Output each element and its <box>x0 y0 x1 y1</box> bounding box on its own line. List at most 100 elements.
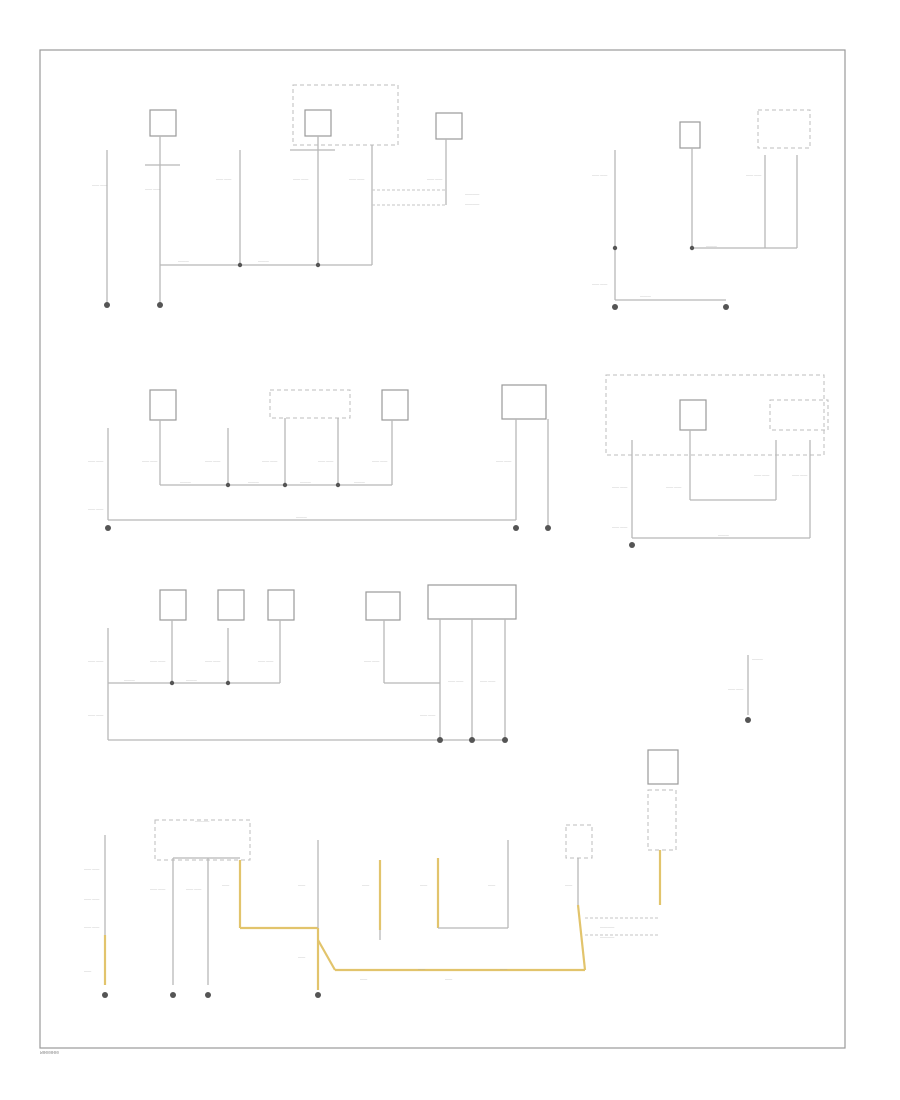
splice-point <box>612 245 618 251</box>
ground-point <box>102 992 108 998</box>
splice-point <box>282 482 288 488</box>
svg-text:—— ——: —— —— <box>728 687 744 691</box>
splice-point <box>237 262 243 268</box>
svg-text:—— ——: —— —— <box>88 507 104 511</box>
svg-text:———: ——— <box>706 244 717 248</box>
svg-text:————: ———— <box>465 192 480 196</box>
svg-text:———: ——— <box>124 678 135 682</box>
svg-text:—— ——: —— —— <box>448 679 464 683</box>
svg-text:———: ——— <box>296 515 307 519</box>
svg-text:—— ——: —— —— <box>318 459 334 463</box>
svg-text:—— ——: —— —— <box>92 183 108 187</box>
svg-text:—— ——: —— —— <box>754 473 770 477</box>
connector-outline <box>154 819 251 861</box>
ground-point <box>104 302 110 308</box>
svg-text:———: ——— <box>354 480 365 484</box>
ground-point <box>723 304 729 310</box>
svg-text:——: —— <box>445 977 453 981</box>
svg-text:—— ——: —— —— <box>349 177 365 181</box>
diagram-code-label: W000000 <box>40 1050 59 1056</box>
connector-outline <box>565 824 593 859</box>
svg-text:———: ——— <box>718 533 729 537</box>
svg-text:———: ——— <box>640 294 651 298</box>
svg-text:—— ——: —— —— <box>205 659 221 663</box>
ground-point <box>545 525 551 531</box>
svg-text:——: —— <box>500 967 508 971</box>
row3-left-group: —— —— —— —— —— —— —— —— —— —— —— —— —— —… <box>88 584 517 743</box>
svg-text:—— ——: —— —— <box>612 485 628 489</box>
svg-text:———: ——— <box>180 480 191 484</box>
splice-point <box>225 482 231 488</box>
svg-text:———: ——— <box>300 480 311 484</box>
svg-text:—— ——: —— —— <box>666 485 682 489</box>
ground-point <box>157 302 163 308</box>
splice-point <box>225 680 231 686</box>
ground-point <box>437 737 443 743</box>
ground-point <box>469 737 475 743</box>
svg-text:——: —— <box>360 977 368 981</box>
component-box <box>149 109 177 137</box>
splice-point <box>689 245 695 251</box>
component-box <box>647 749 679 785</box>
svg-text:—— ——: —— —— <box>364 659 380 663</box>
component-box <box>501 384 547 420</box>
svg-text:—— ——: —— —— <box>258 659 274 663</box>
component-box <box>159 589 187 621</box>
svg-text:——: —— <box>488 883 496 887</box>
svg-text:————: ———— <box>465 202 480 206</box>
svg-text:———: ——— <box>178 259 189 263</box>
connector-group-outline <box>605 374 825 456</box>
svg-text:—— ——: —— —— <box>372 459 388 463</box>
connector-outline <box>647 789 677 851</box>
row2-left-group: —— —— —— —— —— —— —— —— —— —— —— —— —— —… <box>88 384 551 531</box>
svg-text:—— ——: —— —— <box>84 897 100 901</box>
svg-text:————: ———— <box>600 925 615 929</box>
svg-text:—— ——: —— —— <box>150 659 166 663</box>
splice-point <box>335 482 341 488</box>
ground-point <box>612 304 618 310</box>
component-box <box>304 109 332 137</box>
svg-text:——: —— <box>418 967 426 971</box>
svg-text:—— ——: —— —— <box>480 679 496 683</box>
component-box <box>427 584 517 620</box>
svg-text:———: ——— <box>752 657 763 661</box>
row4-bottom-group: —— —— —— —— —— —— —— —— —— —— —— —— —— —… <box>84 749 679 998</box>
component-box <box>365 591 401 621</box>
svg-text:————: ———— <box>600 935 615 939</box>
svg-text:——: —— <box>298 883 306 887</box>
ground-point <box>315 992 321 998</box>
component-box <box>267 589 295 621</box>
svg-text:—— ——: —— —— <box>592 282 608 286</box>
row2-right-group: —— —— —— —— —— —— —— —— —— —— ——— <box>605 374 829 548</box>
svg-text:—— ——: —— —— <box>792 473 808 477</box>
component-box <box>435 112 463 140</box>
splice-point <box>315 262 321 268</box>
connector-group-outline <box>292 84 399 146</box>
svg-text:—— ——: —— —— <box>186 887 202 891</box>
svg-text:—— ——: —— —— <box>88 459 104 463</box>
svg-text:—— ——: —— —— <box>145 187 161 191</box>
svg-text:———: ——— <box>258 259 269 263</box>
svg-text:—— ——: —— —— <box>427 177 443 181</box>
svg-text:———: ——— <box>186 678 197 682</box>
svg-text:—— ——: —— —— <box>88 659 104 663</box>
svg-text:—— ——: —— —— <box>612 525 628 529</box>
svg-text:—— ——: —— —— <box>205 459 221 463</box>
ground-point <box>205 992 211 998</box>
ground-point <box>105 525 111 531</box>
svg-text:—— ——: —— —— <box>592 173 608 177</box>
ground-point <box>745 717 751 723</box>
ground-point <box>170 992 176 998</box>
svg-text:—— ——: —— —— <box>293 177 309 181</box>
row3-right-group: —— —— ——— <box>728 655 763 723</box>
ground-point <box>502 737 508 743</box>
component-box <box>381 389 409 421</box>
svg-text:——: —— <box>84 969 92 973</box>
svg-text:—— ——: —— —— <box>216 177 232 181</box>
row1-left-group: —— —— —— —— —— —— —— —— —— —— —— —— ——— … <box>92 84 480 308</box>
svg-text:—— ——: —— —— <box>262 459 278 463</box>
svg-text:————: ———— <box>195 819 210 823</box>
component-box <box>679 121 701 149</box>
svg-text:——: —— <box>420 883 428 887</box>
